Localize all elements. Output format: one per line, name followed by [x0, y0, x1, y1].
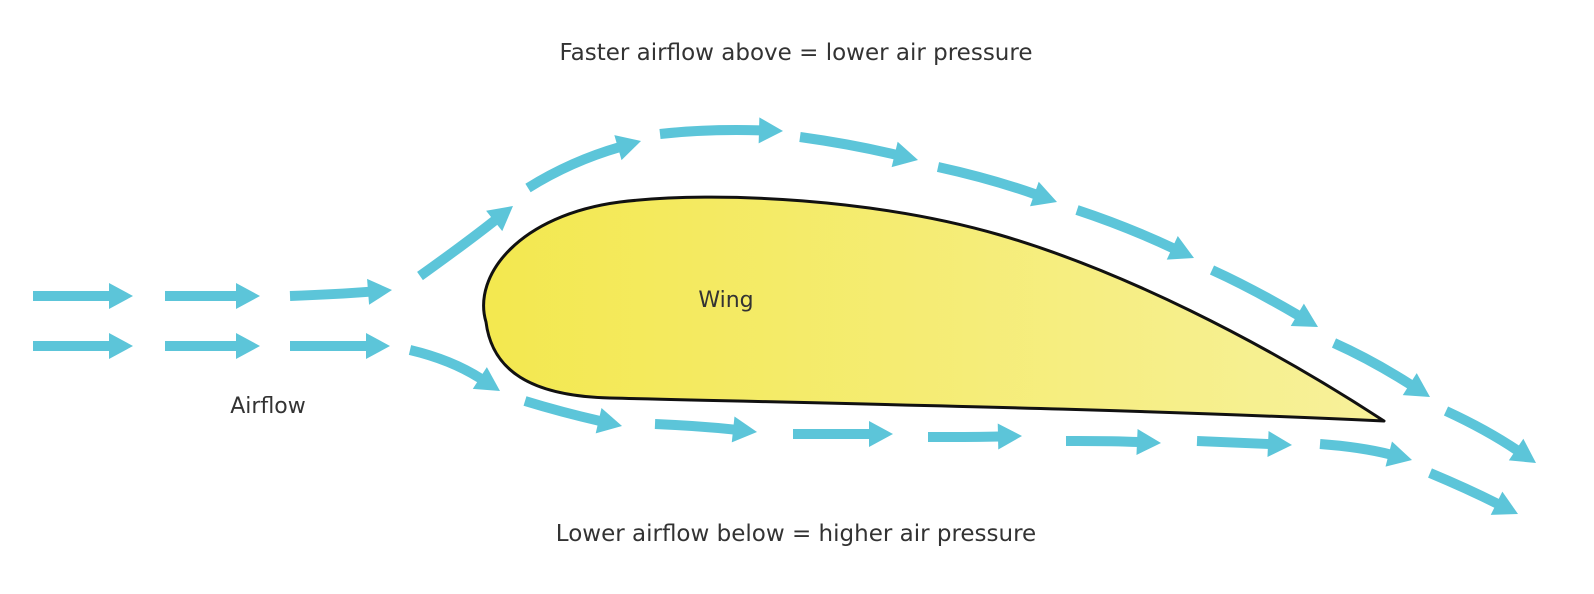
arrow-shaft [799, 132, 898, 160]
arrow-shaft [1428, 468, 1501, 509]
arrow-head [109, 333, 133, 359]
arrow-shaft [1443, 406, 1521, 455]
arrow-head [486, 206, 513, 232]
airflow-arrow-icon [33, 333, 133, 359]
wing-shape [482, 195, 1386, 423]
arrow-shaft [654, 419, 736, 435]
arrow-head [366, 333, 390, 359]
airflow-arrow-icon [290, 333, 390, 359]
wing-label: Wing [698, 288, 754, 313]
arrow-head [758, 117, 783, 144]
airflow-arrow-icon [936, 162, 1057, 207]
arrow-shaft [408, 345, 485, 384]
airflow-arrow-icon [408, 345, 500, 391]
airflow-arrow-icon [1196, 430, 1292, 457]
arrow-head [367, 278, 392, 305]
airflow-arrow-icon [1331, 338, 1430, 397]
bottom-caption: Lower airflow below = higher air pressur… [555, 521, 1037, 547]
arrow-shaft [1209, 265, 1302, 321]
arrow-shaft [523, 396, 602, 426]
airflow-arrow-icon [1319, 439, 1412, 467]
airflow-label: Airflow [230, 394, 306, 419]
arrow-shaft [659, 125, 762, 139]
airflow-arrow-icon [659, 117, 783, 144]
airflow-arrow-icon [654, 416, 757, 443]
arrow-shaft [1196, 436, 1271, 450]
arrow-head [1490, 491, 1518, 515]
airflow-arrow-icon [1075, 205, 1194, 260]
airflow-arrow-icon [793, 421, 893, 447]
airflow-arrow-icon [799, 132, 918, 168]
arrow-head [1385, 441, 1412, 467]
arrow-shaft [1065, 435, 1140, 448]
airflow-arrow-icon [289, 278, 392, 305]
arrow-head [595, 407, 622, 434]
arrow-head [1508, 438, 1536, 463]
arrow-head [109, 283, 133, 309]
airflow-arrow-icon [1443, 406, 1536, 463]
airflow-arrow-icon [927, 423, 1022, 450]
arrow-head [1290, 303, 1318, 327]
arrow-shaft [936, 162, 1038, 200]
arrow-shaft [525, 142, 622, 193]
airflow-arrow-icon [523, 396, 622, 434]
airflow-arrow-icon [33, 283, 133, 309]
arrow-head [472, 367, 500, 391]
airflow-arrow-icon [165, 283, 260, 309]
arrow-shaft [289, 286, 371, 301]
airflow-arrow-icon [165, 333, 260, 359]
arrow-head [997, 423, 1022, 450]
arrow-head [1166, 236, 1194, 260]
airflow-arrow-icon [1428, 468, 1518, 515]
arrow-head [891, 141, 918, 168]
airflow-arrow-icon [1209, 265, 1318, 327]
airflow-arrow-icon [417, 206, 513, 281]
arrow-shaft [417, 215, 499, 281]
arrow-head [236, 283, 260, 309]
arrow-head [1136, 428, 1161, 455]
arrow-shaft [1331, 338, 1415, 390]
arrow-shaft [1319, 439, 1392, 460]
arrow-head [869, 421, 893, 447]
arrow-head [614, 135, 641, 161]
arrow-head [236, 333, 260, 359]
airflow-arrow-icon [1065, 428, 1161, 455]
arrow-head [731, 416, 757, 443]
top-caption: Faster airflow above = lower air pressur… [559, 40, 1033, 66]
airflow-arrow-icon [525, 135, 641, 193]
arrow-shaft [927, 431, 1001, 443]
arrow-head [1402, 373, 1430, 397]
airflow-arrows [33, 117, 1536, 515]
arrow-shaft [1075, 205, 1177, 254]
arrow-head [1267, 430, 1292, 457]
arrow-head [1030, 181, 1057, 207]
